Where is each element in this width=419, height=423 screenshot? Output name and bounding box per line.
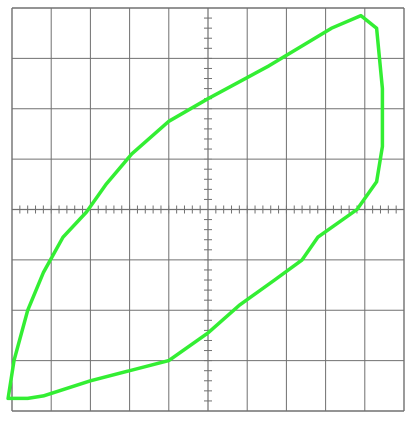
hysteresis-trace xyxy=(6,13,385,401)
trace-layer xyxy=(6,13,385,401)
center-axes xyxy=(11,7,405,412)
